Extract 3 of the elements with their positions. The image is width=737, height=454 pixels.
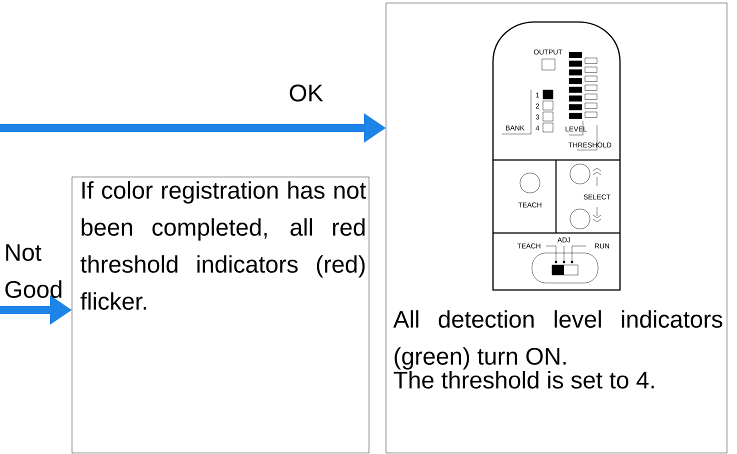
edge-label: Not Good <box>5 244 62 298</box>
edge-label: OK <box>290 84 324 102</box>
text-box: If color registration has not been completed, all red threshold indicators (red) flicker. <box>72 176 370 454</box>
